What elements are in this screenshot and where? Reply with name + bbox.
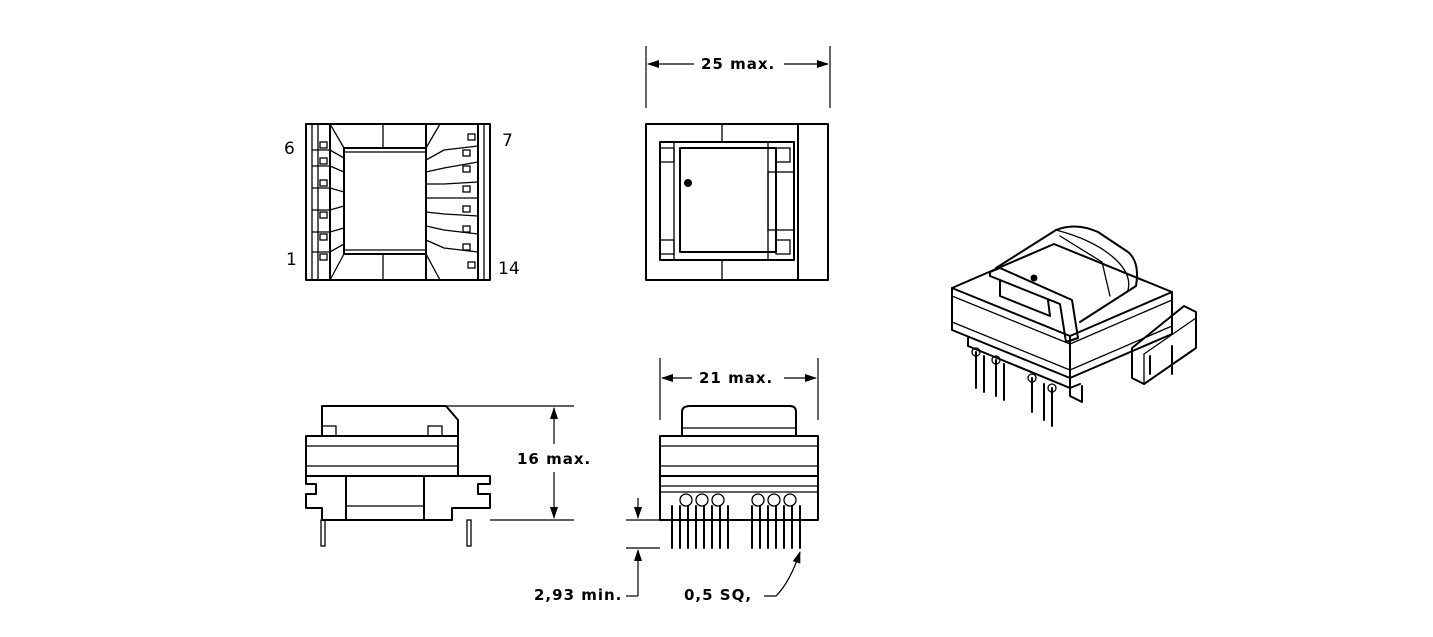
- dimension-0-5-sq: 0,5 SQ,: [684, 551, 801, 604]
- top-view: 25 max.: [645, 46, 831, 281]
- pin-length-label: 2,93 min.: [534, 586, 622, 604]
- side-view: 16 max.: [305, 405, 591, 547]
- front-pin-row: [671, 493, 801, 549]
- dimension-2-93-min: 2,93 min.: [534, 498, 660, 604]
- width-front-label: 21 max.: [699, 369, 773, 387]
- width-top-label: 25 max.: [701, 55, 775, 73]
- pin-section-label: 0,5 SQ,: [684, 586, 752, 604]
- pin-1-label: 1: [286, 250, 297, 270]
- dimension-21-max: 21 max.: [659, 358, 819, 420]
- dimension-25-max: 25 max.: [645, 46, 831, 108]
- height-label: 16 max.: [517, 450, 591, 468]
- pin-7-label: 7: [502, 131, 513, 151]
- front-view: 21 max. 2,93 min. 0,5 SQ,: [534, 358, 819, 604]
- left-pin-row: [311, 141, 345, 261]
- dimension-16-max: 16 max.: [446, 405, 591, 521]
- pin-one-marker-dot: [684, 179, 692, 187]
- right-pin-row: [425, 133, 479, 269]
- pin-14-label: 14: [498, 259, 520, 279]
- bottom-view: 6 1 7 14: [284, 123, 520, 281]
- pin-6-label: 6: [284, 139, 295, 159]
- isometric-view: [951, 225, 1197, 427]
